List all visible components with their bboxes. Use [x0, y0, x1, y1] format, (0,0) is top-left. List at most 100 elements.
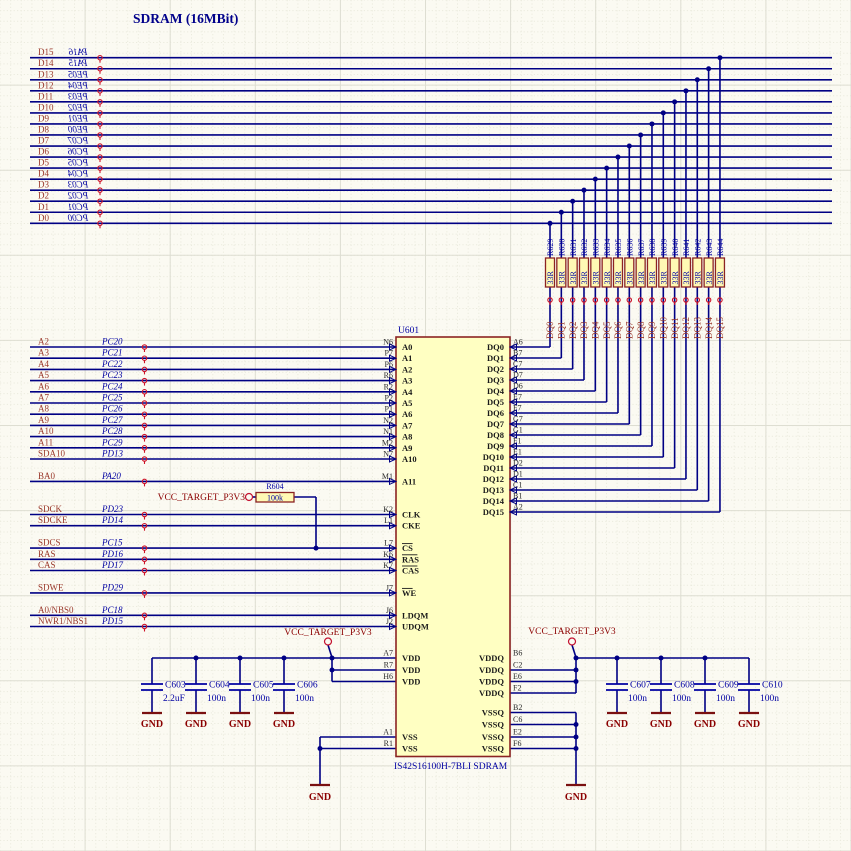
port-label-PC18[interactable]: PC18 [101, 605, 123, 615]
capacitor-value[interactable]: 2.2uF [163, 694, 185, 704]
resistor-designator-R631[interactable]: R631 [569, 239, 578, 256]
net-label-DQ11[interactable]: DQ11 [670, 317, 680, 339]
capacitor-value[interactable]: 100n [628, 694, 647, 704]
net-label-DQ12[interactable]: DQ12 [681, 317, 691, 339]
resistor-R633[interactable] [590, 257, 601, 288]
port-label-PE05[interactable]: PE05 [68, 69, 89, 79]
capacitor-designator[interactable]: C610 [762, 681, 783, 691]
net-label-D13[interactable]: D13 [38, 69, 54, 79]
resistor-designator-R640[interactable]: R640 [671, 239, 680, 256]
resistor-designator-R636[interactable]: R636 [626, 239, 635, 256]
resistor-R634[interactable] [601, 257, 612, 288]
net-label-D6[interactable]: D6 [38, 147, 49, 157]
resistor-designator-R633[interactable]: R633 [592, 239, 601, 256]
port-label-PD23[interactable]: PD23 [101, 504, 123, 514]
net-label-D9[interactable]: D9 [38, 113, 49, 123]
net-label-D11[interactable]: D11 [38, 91, 53, 101]
port-label-PE02[interactable]: PE02 [68, 102, 89, 112]
capacitor-designator[interactable]: C604 [209, 681, 230, 691]
port-label-PC02[interactable]: PC02 [67, 191, 89, 201]
resistor-value[interactable]: 33R [546, 271, 555, 285]
net-label-DQ14[interactable]: DQ14 [704, 317, 714, 339]
net-label-A4[interactable]: A4 [38, 359, 49, 369]
capacitor-designator[interactable]: C609 [718, 681, 739, 691]
port-label-PD15[interactable]: PD15 [101, 616, 123, 626]
port-label-PD16[interactable]: PD16 [101, 549, 123, 559]
vcc-net-label-left[interactable]: VCC_TARGET_P3V3 [284, 628, 372, 638]
net-label-A10[interactable]: A10 [38, 426, 54, 436]
net-label-SDCS[interactable]: SDCS [38, 538, 61, 548]
resistor-value[interactable]: 33R [648, 271, 657, 285]
resistor-designator-R639[interactable]: R639 [660, 239, 669, 256]
resistor-designator-R634[interactable]: R634 [603, 239, 612, 256]
port-label-PC26[interactable]: PC26 [101, 404, 123, 414]
net-label-DQ4[interactable]: DQ4 [591, 321, 601, 339]
capacitor-value[interactable]: 100n [760, 694, 779, 704]
resistor-designator-R641[interactable]: R641 [682, 239, 691, 256]
net-label-DQ8[interactable]: DQ8 [636, 321, 646, 339]
resistor-R630[interactable] [556, 257, 567, 288]
capacitor-designator[interactable]: C607 [630, 681, 651, 691]
resistor-value[interactable]: 33R [693, 271, 702, 285]
port-label-PC25[interactable]: PC25 [101, 393, 123, 403]
sdram-designator[interactable]: U601 [398, 326, 419, 336]
resistor-R639[interactable] [658, 257, 669, 288]
resistor-designator-R629[interactable]: R629 [546, 239, 555, 256]
net-label-DQ9[interactable]: DQ9 [647, 321, 657, 339]
resistor-designator-R630[interactable]: R630 [558, 239, 567, 256]
net-label-A9[interactable]: A9 [38, 415, 49, 425]
resistor-R604[interactable] [255, 491, 295, 503]
net-label-D10[interactable]: D10 [38, 102, 54, 112]
capacitor-designator[interactable]: C605 [253, 681, 274, 691]
net-label-DQ2[interactable]: DQ2 [568, 322, 578, 340]
port-label-PC22[interactable]: PC22 [101, 359, 123, 369]
net-label-DQ0[interactable]: DQ0 [545, 321, 555, 339]
resistor-R636[interactable] [624, 257, 635, 288]
net-label-RAS[interactable]: RAS [38, 549, 56, 559]
gnd-label[interactable]: GND [273, 719, 295, 730]
net-label-DQ10[interactable]: DQ10 [659, 317, 669, 339]
port-label-PC05[interactable]: PC05 [67, 158, 89, 168]
sdram-chip-body[interactable] [395, 336, 511, 758]
port-label-PC03[interactable]: PC03 [67, 180, 89, 190]
resistor-designator-R637[interactable]: R637 [637, 239, 646, 256]
resistor-value[interactable]: 33R [671, 271, 680, 285]
net-label-DQ6[interactable]: DQ6 [613, 321, 623, 339]
port-label-PC28[interactable]: PC28 [101, 426, 123, 436]
port-label-PE00[interactable]: PE00 [68, 124, 89, 134]
resistor-R632[interactable] [578, 257, 590, 288]
port-label-PA20[interactable]: PA20 [101, 471, 121, 481]
gnd-label[interactable]: GND [309, 792, 331, 803]
port-label-PD13[interactable]: PD13 [101, 449, 123, 459]
resistor-value[interactable]: 33R [637, 271, 646, 285]
port-label-PC29[interactable]: PC29 [101, 437, 123, 447]
sdram-part-name[interactable]: IS42S16100H-7BLI SDRAM [394, 762, 508, 772]
net-label-SDCKE[interactable]: SDCKE [38, 515, 68, 525]
vcc-port-circle[interactable] [244, 492, 254, 502]
net-label-A2[interactable]: A2 [38, 337, 49, 347]
port-label-PD17[interactable]: PD17 [101, 560, 123, 570]
net-label-DQ15[interactable]: DQ15 [715, 317, 725, 339]
net-label-D12[interactable]: D12 [38, 80, 54, 90]
resistor-value[interactable]: 33R [660, 271, 669, 285]
capacitor-value[interactable]: 100n [295, 694, 314, 704]
gnd-label[interactable]: GND [694, 719, 716, 730]
port-label-PC23[interactable]: PC23 [101, 370, 123, 380]
net-label-A3[interactable]: A3 [38, 348, 49, 358]
net-label-CAS[interactable]: CAS [38, 560, 56, 570]
port-label-PE01[interactable]: PE01 [68, 113, 89, 123]
gnd-label[interactable]: GND [650, 719, 672, 730]
port-label-PC01[interactable]: PC01 [68, 202, 90, 212]
net-label-D2[interactable]: D2 [38, 191, 49, 201]
gnd-label[interactable]: GND [565, 792, 587, 803]
port-label-PC24[interactable]: PC24 [101, 381, 123, 391]
net-label-NWR1/NBS1[interactable]: NWR1/NBS1 [38, 616, 88, 626]
resistor-value[interactable]: 33R [626, 271, 635, 285]
resistor-R631[interactable] [567, 257, 578, 288]
net-label-A7[interactable]: A7 [38, 393, 49, 403]
port-label-PC20[interactable]: PC20 [101, 337, 123, 347]
resistor-designator-R632[interactable]: R632 [580, 239, 589, 256]
port-label-PC27[interactable]: PC27 [101, 415, 123, 425]
net-label-D15[interactable]: D15 [38, 47, 54, 57]
resistor-value[interactable]: 33R [682, 271, 691, 285]
